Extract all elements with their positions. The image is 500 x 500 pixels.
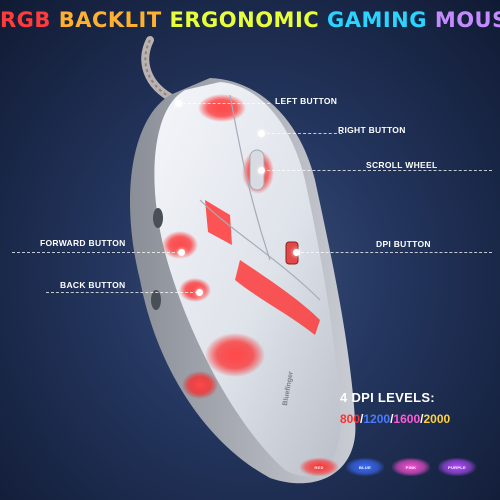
callout-dot-back-button <box>196 289 203 296</box>
backlight-color-swatches: RED BLUE PINK PURPLE <box>300 458 500 476</box>
lower-left-glow <box>182 371 218 399</box>
swatch-purple: PURPLE <box>438 458 476 476</box>
callout-dot-right-button <box>258 130 265 137</box>
palm-glow <box>205 333 265 377</box>
callout-dot-left-button <box>175 100 182 107</box>
dpi-level-1200: 1200 <box>363 412 391 426</box>
swatch-blue: BLUE <box>346 458 384 476</box>
dpi-separator: / <box>390 412 394 426</box>
dpi-levels-list: 800/1200/1600/2000 <box>340 412 450 426</box>
left-button-glow <box>198 94 246 122</box>
back-button-glow <box>179 278 211 302</box>
back-side-button <box>151 290 161 310</box>
headline: RGB BACKLIT ERGONOMIC GAMING MOUSE <box>0 8 500 32</box>
dpi-level-800: 800 <box>340 412 361 426</box>
headline-word-rgb: RGB <box>0 8 59 32</box>
label-left-button: LEFT BUTTON <box>275 96 338 106</box>
swatch-label: PINK <box>405 464 417 470</box>
dpi-levels-heading: 4 DPI LEVELS: <box>340 390 435 405</box>
swatch-red: RED <box>300 458 338 476</box>
callout-line-forward-button <box>12 252 180 253</box>
callout-dot-scroll-wheel <box>258 167 265 174</box>
lower-glow-stripe <box>235 260 320 335</box>
headline-word-mouse: MOUSE <box>434 8 500 32</box>
label-right-button: RIGHT BUTTON <box>338 125 406 135</box>
label-scroll-wheel: SCROLL WHEEL <box>366 160 438 170</box>
dpi-level-1600: 1600 <box>393 412 421 426</box>
callout-dot-forward-button <box>178 249 185 256</box>
forward-side-button <box>153 208 163 228</box>
headline-word-gaming: GAMING <box>326 8 435 32</box>
swatch-pink: PINK <box>392 458 430 476</box>
callout-dot-dpi-button <box>293 249 300 256</box>
label-dpi-button: DPI BUTTON <box>376 239 431 249</box>
callout-line-back-button <box>46 292 198 293</box>
label-forward-button: FORWARD BUTTON <box>40 238 126 248</box>
dpi-separator: / <box>420 412 424 426</box>
callout-line-right-button <box>262 133 342 134</box>
headline-word-ergonomic: ERGONOMIC <box>169 8 327 32</box>
dpi-separator: / <box>360 412 364 426</box>
swatch-label: RED <box>314 464 324 470</box>
callout-line-left-button <box>178 103 270 104</box>
dpi-level-2000: 2000 <box>423 412 451 426</box>
headline-word-backlit: BACKLIT <box>58 8 170 32</box>
label-back-button: BACK BUTTON <box>60 280 126 290</box>
callout-line-dpi-button <box>296 252 492 253</box>
swatch-label: BLUE <box>358 464 372 470</box>
callout-line-scroll-wheel <box>262 170 492 171</box>
swatch-label: PURPLE <box>447 464 467 470</box>
